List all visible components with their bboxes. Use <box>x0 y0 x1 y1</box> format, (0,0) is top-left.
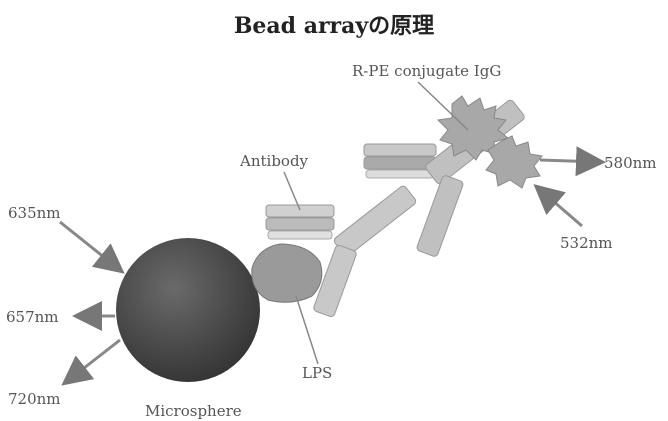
label-657nm: 657nm <box>6 308 59 326</box>
label-720nm: 720nm <box>8 390 61 408</box>
label-635nm: 635nm <box>8 204 61 222</box>
label-532nm: 532nm <box>560 234 613 252</box>
label-antibody: Antibody <box>239 152 309 170</box>
arrow-720nm <box>66 340 120 382</box>
arrow-580nm <box>540 160 600 162</box>
antibody-arm-upper <box>333 185 417 258</box>
arrow-532nm <box>538 188 582 226</box>
antibody-leader <box>284 172 300 210</box>
label-580nm: 580nm <box>604 154 657 172</box>
label-lps: LPS <box>302 364 332 382</box>
antibody-fab <box>266 205 334 239</box>
label-microsphere: Microsphere <box>145 402 242 420</box>
conjugate-fab <box>364 144 436 178</box>
label-conjugate: R-PE conjugate IgG <box>352 62 501 80</box>
conjugate-arm-lower <box>416 175 464 258</box>
microsphere-bead <box>116 238 260 382</box>
arrow-635nm <box>60 222 120 270</box>
lps-molecule <box>252 244 322 302</box>
